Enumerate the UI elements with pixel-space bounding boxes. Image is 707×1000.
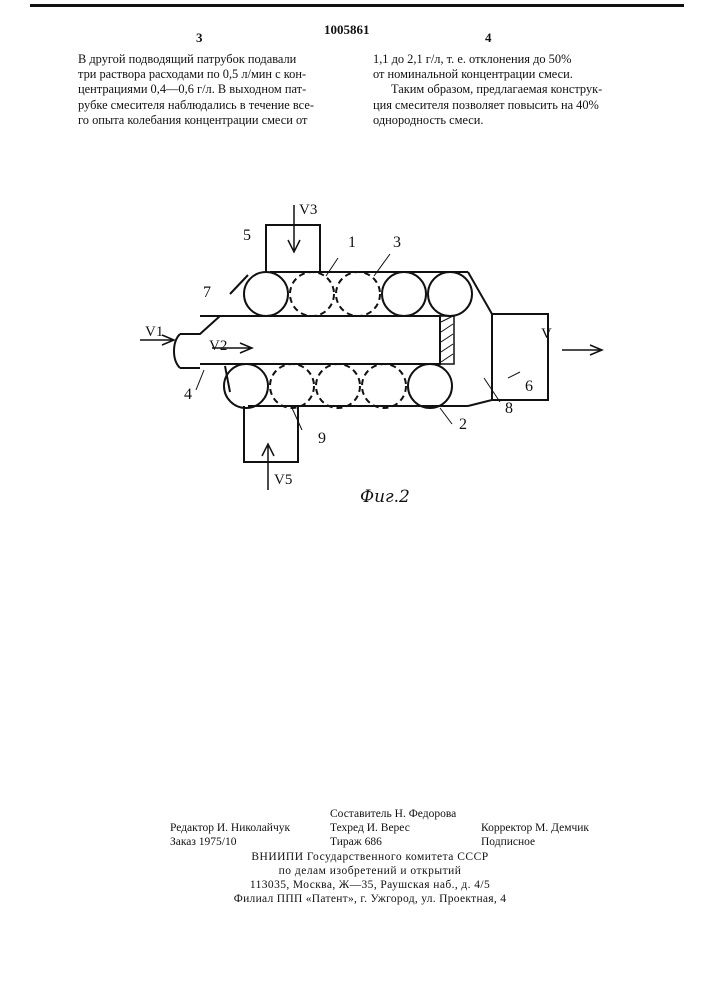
label-4: 4 xyxy=(184,386,192,404)
label-1: 1 xyxy=(348,234,356,252)
circulation: Тираж 686 xyxy=(330,836,382,850)
compiler: Составитель Н. Федорова xyxy=(330,808,456,822)
inner-tube xyxy=(200,316,440,364)
order: Заказ 1975/10 xyxy=(170,836,237,850)
text-line: однородность смеси. xyxy=(373,113,629,128)
editor: Редактор И. Николайчук xyxy=(170,822,290,836)
top-spheres xyxy=(244,272,472,316)
label-v: V xyxy=(541,326,552,343)
end-plug-8 xyxy=(440,316,454,364)
label-v1: V1 xyxy=(145,324,163,341)
address: 113035, Москва, Ж—35, Раушская наб., д. … xyxy=(190,879,550,893)
bottom-spheres xyxy=(224,364,468,408)
label-2: 2 xyxy=(459,416,467,434)
text-line: рубке смесителя наблюдались в течение вс… xyxy=(78,98,344,113)
label-9: 9 xyxy=(318,430,326,448)
label-v2: V2 xyxy=(209,338,227,355)
branch: Филиал ППП «Патент», г. Ужгород, ул. Про… xyxy=(180,893,560,907)
label-5: 5 xyxy=(243,227,251,245)
left-column: В другой подводящий патрубок подавали тр… xyxy=(78,52,344,128)
text-line: три раствора расходами по 0,5 л/мин с ко… xyxy=(78,67,344,82)
tech-editor: Техред И. Верес xyxy=(330,822,410,836)
text-line: от номинальной концентрации смеси. xyxy=(373,67,629,82)
label-3: 3 xyxy=(393,234,401,252)
text-line: ция смесителя позволяет повысить на 40% xyxy=(373,98,629,113)
right-column: 1,1 до 2,1 г/л, т. е. отклонения до 50% … xyxy=(373,52,629,128)
label-6: 6 xyxy=(525,378,533,396)
top-rule xyxy=(30,4,684,7)
text-line: 1,1 до 2,1 г/л, т. е. отклонения до 50% xyxy=(373,52,629,67)
outlet-pipe xyxy=(492,314,548,400)
label-7: 7 xyxy=(203,284,211,302)
label-8: 8 xyxy=(505,400,513,418)
label-v3: V3 xyxy=(299,202,317,219)
bottom-inlet-pipe xyxy=(244,406,298,462)
subscription: Подписное xyxy=(481,836,535,850)
patent-number: 1005861 xyxy=(324,22,370,38)
label-v5: V5 xyxy=(274,472,292,489)
org-line2: по делам изобретений и открытий xyxy=(200,865,540,879)
text-line: го опыта колебания концентрации смеси от xyxy=(78,113,344,128)
corrector: Корректор М. Демчик xyxy=(481,822,589,836)
text-line: В другой подводящий патрубок подавали xyxy=(78,52,344,67)
text-line: Таким образом, предлагаемая конструк- xyxy=(373,82,629,97)
figure-caption: Фиг.2 xyxy=(360,487,410,507)
left-page-number: 3 xyxy=(196,30,203,46)
text-line: центрациями 0,4—0,6 г/л. В выходном пат- xyxy=(78,82,344,97)
org-line1: ВНИИПИ Государственного комитета СССР xyxy=(200,851,540,865)
left-pipe-end xyxy=(174,334,180,368)
leader-lines xyxy=(196,254,520,430)
right-page-number: 4 xyxy=(485,30,492,46)
